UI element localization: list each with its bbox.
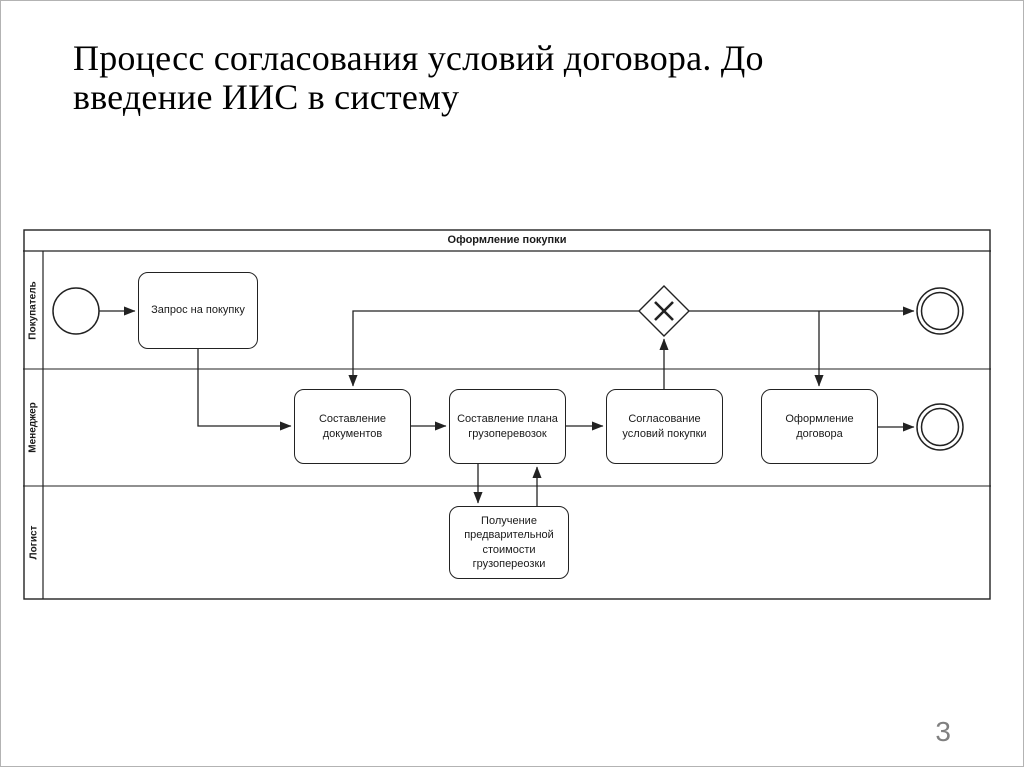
lane-label-logist: Логист	[24, 486, 43, 599]
page-number: 3	[935, 716, 951, 747]
slide-title-line1: Процесс согласования условий договора. Д…	[73, 38, 764, 78]
task-compose-transport-plan: Составление плана грузоперевозок	[449, 389, 566, 464]
task-approve-purchase-terms: Согласование условий покупки	[606, 389, 723, 464]
flow-request-to-docs	[197, 349, 292, 431]
task-preliminary-cost: Получение предварительной стоимости груз…	[449, 506, 569, 579]
lane-label-buyer-text: Покупатель	[28, 280, 39, 340]
start-event-icon	[52, 287, 100, 335]
pool-border	[23, 229, 991, 600]
slide-title: Процесс согласования условий договора. Д…	[73, 39, 903, 117]
end-event-buyer-icon	[916, 287, 964, 335]
task-contract-execution: Оформление договора	[761, 389, 878, 464]
lane-label-buyer: Покупатель	[24, 251, 43, 369]
lane-label-manager: Менеджер	[24, 369, 43, 486]
task-purchase-request: Запрос на покупку	[138, 272, 258, 349]
flow-gateway-back-to-docs	[348, 310, 639, 387]
xor-gateway-icon	[638, 285, 690, 337]
lane-label-manager-text: Менеджер	[28, 402, 39, 453]
lane-label-logist-text: Логист	[28, 525, 39, 560]
slide-title-line2: введение ИИС в систему	[73, 76, 460, 117]
bpmn-diagram: Оформление покупки Покупатель Менеджер Л…	[23, 229, 991, 601]
end-event-manager-icon	[916, 403, 964, 451]
pool-title: Оформление покупки	[447, 234, 567, 246]
task-compose-documents: Составление документов	[294, 389, 411, 464]
bpmn-connectors-and-frame	[23, 229, 991, 600]
